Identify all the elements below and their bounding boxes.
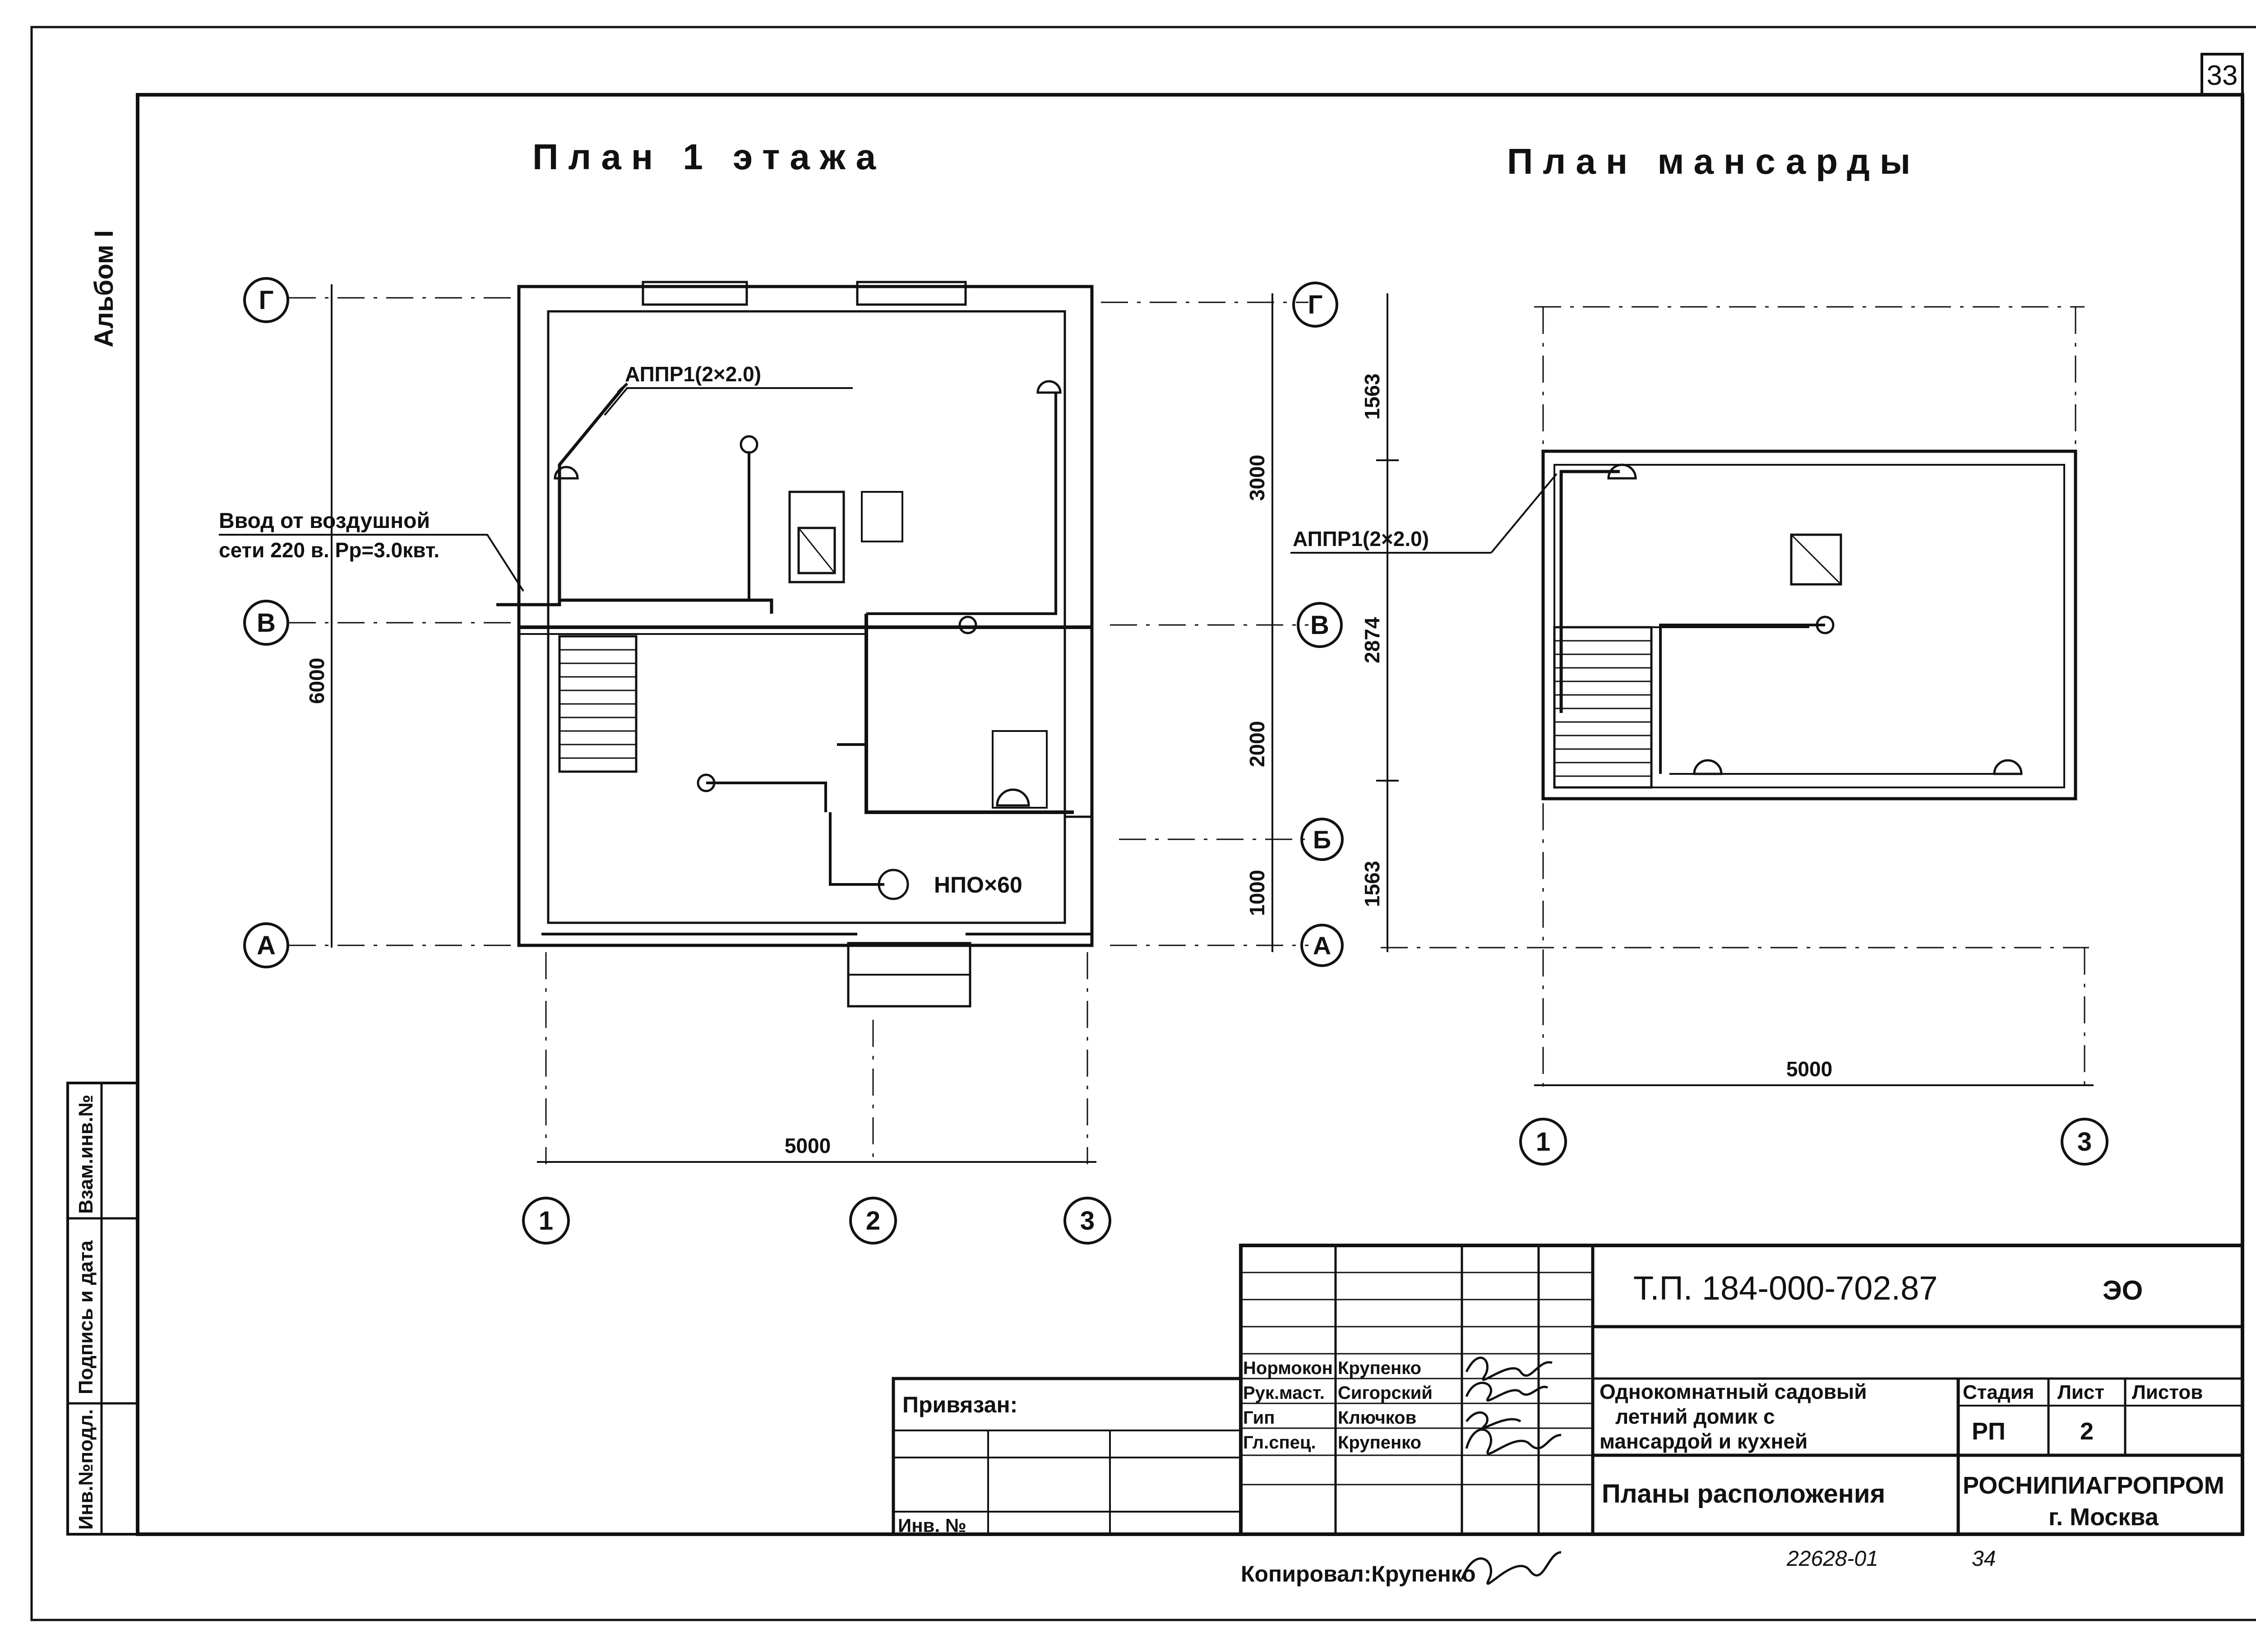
axis-3-1: 3 (1080, 1206, 1095, 1236)
outer-frame (30, 26, 2256, 1621)
axis-b-2: Б (1313, 825, 1331, 854)
stage-value: РП (1972, 1418, 2006, 1445)
doc-mark: ЭО (2103, 1275, 2143, 1305)
sheet-header: Лист (2057, 1381, 2104, 1403)
plan2-dim-2874: 2874 (1360, 617, 1384, 663)
socket-symbol (1607, 463, 1637, 480)
socket-symbol (996, 788, 1030, 807)
ceiling-lamp-symbol (878, 869, 909, 900)
lamp-symbol (740, 435, 758, 454)
plan1-floor: План 1 этажа (219, 137, 1111, 1245)
name-3: Крупенко (1338, 1433, 1421, 1453)
signature (1465, 1382, 1549, 1402)
signature (1465, 1428, 1562, 1455)
plan1-dim-width: 5000 (785, 1134, 831, 1157)
signature (1465, 1411, 1521, 1430)
plan1-cable-label: АППР1(2×2.0) (625, 362, 761, 386)
role-2: Гип (1243, 1408, 1275, 1428)
album-label: Альбом I (89, 230, 119, 347)
plan2-dim-2000: 2000 (1245, 721, 1269, 767)
axis-g-1: Г (259, 286, 274, 315)
plan2-dim-width: 5000 (1786, 1057, 1832, 1081)
inv-podl-label: Инв.№подл. (75, 1409, 97, 1530)
copied-label: Копировал:Крупенко (1241, 1561, 1476, 1587)
inv-label: Инв. № (898, 1515, 966, 1536)
plan1-feed-label-1: Ввод от воздушной (219, 509, 430, 533)
privyazan-label: Привязан: (902, 1392, 1017, 1417)
plan2-dim-1000: 1000 (1245, 870, 1269, 916)
socket-symbol (1693, 759, 1723, 775)
axis-1-1: 1 (539, 1206, 553, 1236)
project-name-1: Однокомнатный садовый (1600, 1380, 1867, 1403)
plan2-title: План мансарды (1507, 141, 1920, 181)
plan2-dim-3000: 3000 (1245, 455, 1269, 501)
lamp-symbol (697, 773, 716, 792)
axis-a-2: А (1313, 931, 1331, 960)
axis-2-1: 2 (866, 1206, 880, 1236)
sheet-value: 2 (2080, 1418, 2094, 1445)
sheet-name: Планы расположения (1602, 1479, 1885, 1509)
axis-1-2: 1 (1536, 1127, 1550, 1157)
name-2: Ключков (1338, 1408, 1416, 1428)
name-0: Крупенко (1338, 1358, 1421, 1378)
axis-v-2: В (1310, 611, 1329, 640)
plan2-dim-1563-bottom: 1563 (1360, 861, 1384, 907)
socket-symbol (1036, 380, 1062, 394)
plan2-dim-1563-top: 1563 (1360, 374, 1384, 420)
plan1-title: План 1 этажа (532, 137, 886, 177)
plan1-feed-label-2: сети 220 в. Pp=3.0квт. (219, 538, 439, 562)
org-1: РОСНИПИАГРОПРОМ (1963, 1472, 2224, 1499)
project-name-3: мансардой и кухней (1600, 1430, 1808, 1453)
inner-frame (136, 93, 2244, 1536)
axis-g-2: Г (1308, 290, 1323, 319)
side-stamp: Инв.№подл. Подпись и дата Взам.инв.№ (66, 1082, 139, 1536)
stage-header: Стадия (1963, 1381, 2034, 1403)
lamp-symbol (958, 615, 977, 634)
page-number: 34 (1972, 1547, 1996, 1571)
plan1-dim-total: 6000 (305, 658, 328, 704)
role-3: Гл.спец. (1243, 1433, 1316, 1453)
axis-a-1: А (257, 931, 276, 960)
socket-symbol (554, 466, 579, 480)
plan2-mansard: План мансарды (1101, 141, 2108, 1166)
project-name-2: летний домик с (1615, 1405, 1775, 1428)
vzam-label: Взам.инв.№ (75, 1095, 97, 1214)
name-1: Сигорский (1338, 1383, 1433, 1403)
org-2: г. Москва (2048, 1504, 2159, 1531)
lamp-symbol (1816, 615, 1835, 634)
axis-v-1: В (257, 608, 276, 638)
podpis-label: Подпись и дата (75, 1240, 97, 1394)
doc-code: Т.П. 184-000-702.87 (1633, 1269, 1937, 1307)
title-block: Привязан: Инв. № Нормокон Крупенко Рук.м… (892, 1244, 2244, 1536)
role-0: Нормокон (1243, 1358, 1333, 1378)
plan1-lamp-label: НПО×60 (934, 872, 1022, 898)
axis-3-2: 3 (2077, 1127, 2092, 1157)
socket-symbol (1993, 759, 2023, 775)
copier-signature (1461, 1551, 1562, 1585)
archive-number: 22628-01 (1786, 1547, 1878, 1571)
sheet-number: 33 (2207, 60, 2238, 91)
plan2-cable-label: АППР1(2×2.0) (1293, 527, 1429, 551)
role-1: Рук.маст. (1243, 1383, 1325, 1403)
sheets-header: Листов (2132, 1381, 2203, 1403)
signature (1465, 1356, 1553, 1381)
